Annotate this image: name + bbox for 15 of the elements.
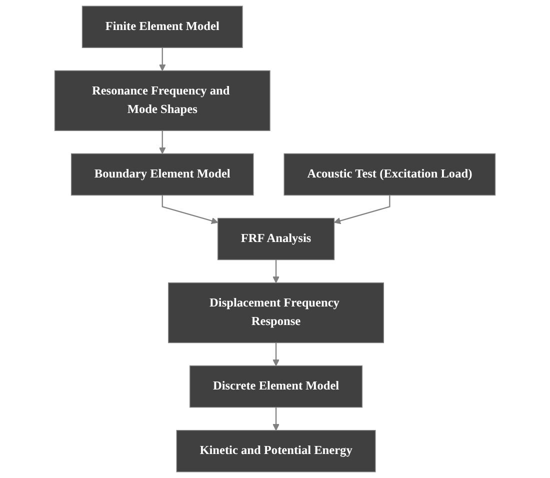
arrow [159,130,166,154]
node-box: Resonance Frequency and Mode Shapes [54,70,270,132]
node-box: Kinetic and Potential Energy [176,430,376,472]
arrow [272,260,280,284]
node-box: Discrete Element Model [190,365,363,408]
arrow [162,195,218,224]
node-box: Displacement Frequency Response [168,282,384,344]
node-box: Boundary Element Model [70,153,254,196]
node-box: FRF Analysis [217,218,335,260]
arrow [272,407,280,431]
node-box: Finite Element Model [82,6,243,48]
arrow [334,195,390,224]
node-box: Acoustic Test (Excitation Load) [284,153,496,196]
arrow [272,342,280,366]
arrow [159,48,166,71]
